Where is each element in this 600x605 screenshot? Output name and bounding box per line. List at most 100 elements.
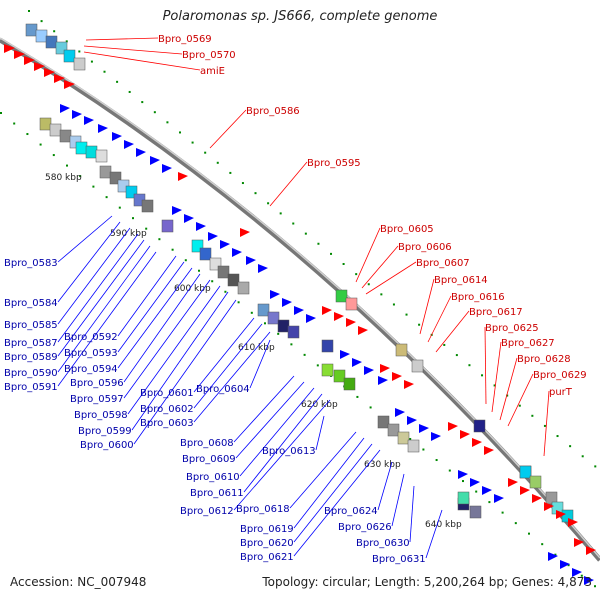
gene-block <box>95 149 108 163</box>
gene-block <box>343 377 356 391</box>
guide-dot <box>367 283 370 286</box>
forward-gene-label: Bpro_0586 <box>246 106 300 117</box>
guide-dot <box>330 252 333 255</box>
guide-dot <box>118 206 121 209</box>
reverse-gene-label: Bpro_0602 <box>140 404 194 415</box>
reverse-gene-arrow <box>172 206 182 215</box>
gene-block <box>377 415 390 429</box>
guide-dot <box>405 313 408 316</box>
reverse-gene-label: Bpro_0599 <box>78 426 132 437</box>
guide-dot <box>191 141 194 144</box>
forward-gene-arrow <box>460 430 470 439</box>
forward-gene-arrow <box>14 50 25 59</box>
guide-dot <box>53 30 56 33</box>
reverse-gene-arrow <box>112 132 122 141</box>
forward-gene-arrow <box>240 228 250 237</box>
forward-gene-arrow <box>380 364 390 373</box>
guide-dot <box>369 406 372 409</box>
forward-gene-arrow <box>358 326 368 335</box>
scale-label: 600 kbp <box>174 284 211 294</box>
gene-block <box>199 247 212 261</box>
reverse-gene-label: Bpro_0624 <box>324 506 378 517</box>
guide-dot <box>229 171 232 174</box>
scale-label: 580 kbp <box>45 173 82 183</box>
gene-block <box>35 29 48 43</box>
forward-gene-arrow <box>448 422 458 431</box>
guide-dot <box>79 175 82 178</box>
dotted-guides <box>0 10 597 588</box>
forward-gene-label: Bpro_0595 <box>307 158 361 169</box>
guide-dot <box>493 384 496 387</box>
reverse-gene-leader <box>57 215 113 263</box>
reverse-gene-label: Bpro_0619 <box>240 524 294 535</box>
guide-dot <box>128 90 131 93</box>
guide-dot <box>435 459 438 462</box>
forward-gene-leader <box>85 37 159 41</box>
forward-gene-label: Bpro_0614 <box>434 275 488 286</box>
guide-dot <box>594 585 596 588</box>
guide-dot <box>250 311 253 314</box>
reverse-gene-leader <box>123 279 211 399</box>
guide-dot <box>103 70 106 73</box>
reverse-gene-label: Bpro_0600 <box>80 440 134 451</box>
reverse-gene-leader <box>193 323 263 409</box>
forward-gene-leader <box>355 227 381 283</box>
reverse-gene-label: Bpro_0584 <box>4 298 58 309</box>
forward-gene-arrow <box>544 502 554 511</box>
guide-dot <box>475 490 478 493</box>
scale-label: 590 kbp <box>110 229 147 239</box>
reverse-gene-arrow <box>494 494 504 503</box>
reverse-gene-label: Bpro_0596 <box>70 378 124 389</box>
guide-dot <box>166 121 169 124</box>
reverse-gene-label: Bpro_0631 <box>372 554 426 565</box>
reverse-gene-arrow <box>395 408 405 417</box>
guide-dot <box>501 511 504 514</box>
guide-dot <box>184 259 187 262</box>
gene-block <box>109 171 122 185</box>
reverse-gene-label: Bpro_0613 <box>262 446 316 457</box>
forward-gene-label: Bpro_0629 <box>533 370 587 381</box>
gene-block <box>161 219 174 233</box>
guide-dot <box>409 437 412 440</box>
gene-block <box>99 165 112 179</box>
reverse-gene-label: Bpro_0585 <box>4 320 58 331</box>
forward-gene-arrow <box>64 80 75 89</box>
reverse-gene-leader <box>239 387 315 477</box>
guide-dot <box>567 564 570 567</box>
reverse-gene-label: Bpro_0603 <box>140 418 194 429</box>
reverse-gene-label: Bpro_0626 <box>338 522 392 533</box>
gene-block <box>529 475 542 489</box>
gene-block <box>545 491 558 505</box>
reverse-gene-label: Bpro_0611 <box>190 488 244 499</box>
guide-dot <box>304 232 307 235</box>
forward-gene-arrow <box>346 318 356 327</box>
accession-label: Accession: NC_007948 <box>10 575 147 589</box>
forward-gene-arrow <box>322 306 332 315</box>
gene-block <box>335 289 348 303</box>
guide-dot <box>468 364 471 367</box>
reverse-gene-leader <box>315 415 325 451</box>
reverse-gene-label: Bpro_0620 <box>240 538 294 549</box>
forward-gene-label: Bpro_0617 <box>469 307 523 318</box>
reverse-gene-leader <box>57 221 121 303</box>
reverse-gene-arrow <box>407 416 417 425</box>
gene-block <box>267 311 280 325</box>
guide-dot <box>267 202 270 205</box>
forward-gene-labels: Bpro_0569Bpro_0570amiEBpro_0586Bpro_0595… <box>83 34 587 457</box>
gene-block <box>333 369 346 383</box>
reverse-gene-arrow <box>560 560 570 569</box>
reverse-gene-label: Bpro_0618 <box>236 504 290 515</box>
reverse-gene-leader <box>377 461 393 511</box>
guide-dot <box>158 238 161 241</box>
gene-block <box>217 265 230 279</box>
gene-block <box>227 273 240 287</box>
guide-dot <box>66 164 68 167</box>
gene-features <box>4 23 596 585</box>
guide-dot <box>303 353 306 356</box>
guide-dot <box>237 301 240 304</box>
forward-gene-arrow <box>586 546 596 555</box>
reverse-gene-arrow <box>136 148 146 157</box>
genome-backbone <box>0 37 600 562</box>
guide-dot <box>132 217 134 220</box>
forward-gene-arrow <box>532 494 542 503</box>
